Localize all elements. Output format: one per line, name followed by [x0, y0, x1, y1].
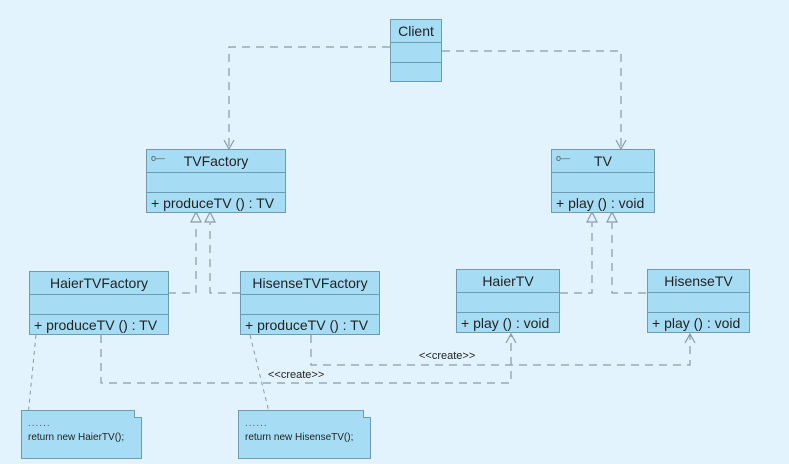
attributes-compartment	[147, 173, 285, 193]
note-anchor-haier	[27, 334, 37, 417]
note-fold-corner	[134, 410, 142, 418]
note-code: return new HisenseTV();	[245, 432, 354, 443]
class-haiertv[interactable]: HaierTV + play () : void	[456, 269, 560, 333]
create-hisense-line	[310, 335, 691, 366]
attributes-compartment	[457, 293, 559, 313]
class-name: HaierTVFactory	[30, 272, 168, 295]
class-name: HaierTV	[457, 270, 559, 293]
realization-haiertv	[560, 223, 593, 294]
triangle-hisensefactory	[204, 210, 216, 223]
realization-hisensefactory	[209, 223, 240, 294]
class-name: Client	[391, 20, 441, 43]
interface-icon: o—	[556, 153, 571, 163]
operation: + play () : void	[652, 315, 741, 331]
note-anchor-hisense	[249, 334, 271, 417]
class-haiertvfactory[interactable]: HaierTVFactory + produceTV () : TV	[29, 271, 169, 335]
attributes-compartment	[648, 293, 749, 313]
create-label-haier: <<create>>	[268, 369, 325, 381]
note-ellipsis: ......	[245, 418, 268, 429]
operations-compartment	[391, 63, 441, 84]
interface-icon: o—	[151, 153, 166, 163]
arrowhead-hisensetv	[684, 332, 696, 344]
realization-hisensetv	[611, 223, 646, 294]
operation: + play () : void	[556, 195, 645, 211]
class-tvfactory[interactable]: o— TVFactory + produceTV () : TV	[146, 149, 286, 213]
operation: + produceTV () : TV	[151, 195, 275, 211]
operation: + produceTV () : TV	[245, 317, 369, 333]
create-label-hisense: <<create>>	[419, 350, 476, 362]
attributes-compartment	[241, 295, 379, 315]
triangle-haierfactory	[190, 210, 202, 223]
note-ellipsis: ......	[28, 418, 51, 429]
attributes-compartment	[391, 43, 441, 63]
realization-haierfactory	[168, 223, 197, 294]
class-tv[interactable]: o— TV + play () : void	[551, 149, 655, 213]
dependency-client-tv	[442, 50, 622, 148]
class-name: HisenseTV	[648, 270, 749, 293]
note-hisense[interactable]: ...... return new HisenseTV();	[238, 410, 371, 459]
attributes-compartment	[30, 295, 168, 315]
note-haier[interactable]: ...... return new HaierTV();	[21, 410, 142, 459]
class-hisensetv[interactable]: HisenseTV + play () : void	[647, 269, 750, 333]
class-name: HisenseTVFactory	[241, 272, 379, 295]
triangle-hisensetv	[606, 210, 618, 223]
operation: + produceTV () : TV	[34, 317, 158, 333]
triangle-haiertv	[586, 210, 598, 223]
class-name: TVFactory	[183, 153, 249, 169]
arrowhead-haiertv	[505, 332, 517, 344]
create-haier-line	[100, 335, 512, 384]
dependency-client-tvfactory	[228, 46, 390, 148]
attributes-compartment	[552, 173, 654, 193]
operation: + play () : void	[461, 315, 550, 331]
note-fold-corner	[363, 410, 371, 418]
class-client[interactable]: Client	[390, 19, 442, 82]
class-name: TV	[594, 153, 612, 169]
class-hisensetvfactory[interactable]: HisenseTVFactory + produceTV () : TV	[240, 271, 380, 335]
note-code: return new HaierTV();	[28, 432, 125, 443]
